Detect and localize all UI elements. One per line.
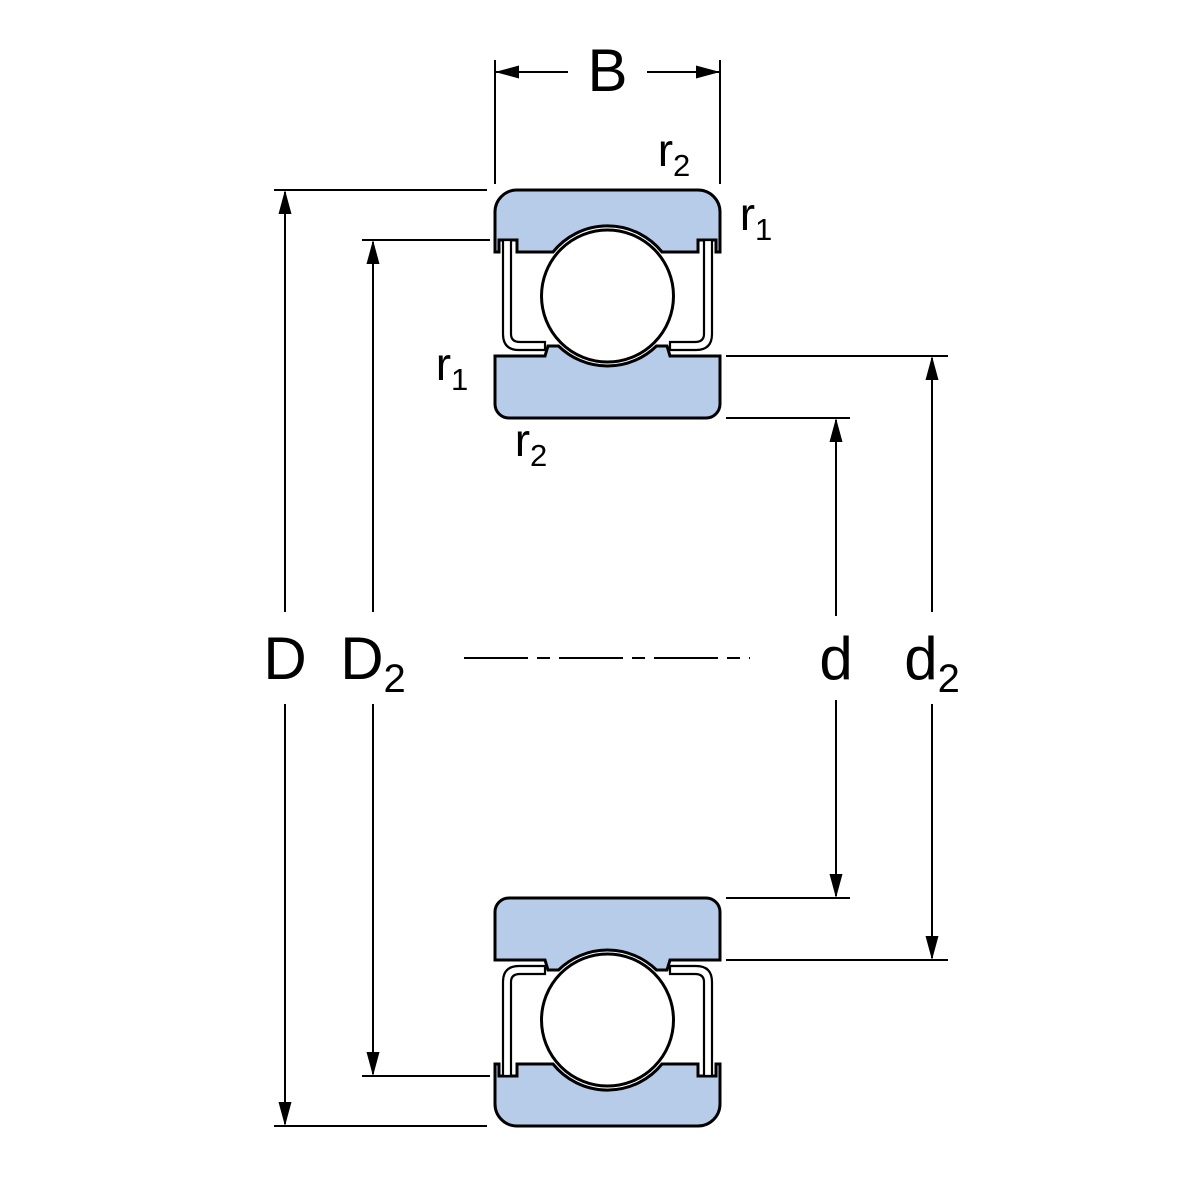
arrowhead-top xyxy=(829,418,843,442)
fillet-label-r2-lower-left: r2 xyxy=(515,414,548,473)
dim-label-width: B xyxy=(587,37,627,104)
dimension-D2: D2 xyxy=(340,239,490,1077)
bearing-half-bottom xyxy=(493,896,722,1128)
inner-ring-section xyxy=(493,344,722,420)
bearing-half-top xyxy=(493,188,722,420)
dimension-d: d xyxy=(726,417,853,899)
arrowhead-top xyxy=(925,356,939,380)
arrowhead-bottom xyxy=(366,1052,380,1076)
arrowhead-bottom xyxy=(278,1102,292,1126)
dim-label-outer-recess-diameter: D2 xyxy=(340,625,406,701)
arrowhead-top xyxy=(278,190,292,214)
arrowhead-bottom xyxy=(829,874,843,898)
arrowhead-right xyxy=(696,65,720,79)
dimension-B: B xyxy=(494,37,721,184)
ball xyxy=(540,228,675,364)
dim-label-inner-recess-diameter: d2 xyxy=(904,625,960,701)
arrowhead-left xyxy=(495,65,519,79)
fillet-label-r2-top: r2 xyxy=(658,124,691,183)
fillet-label-r1-left: r1 xyxy=(436,338,469,397)
fillet-label-r1-top-right: r1 xyxy=(740,188,773,247)
shield-right xyxy=(668,238,714,352)
bearing-cross-section xyxy=(493,188,722,1128)
shield-left xyxy=(501,238,547,352)
arrowhead-bottom xyxy=(925,936,939,960)
dim-label-outer-diameter: D xyxy=(263,625,306,692)
dim-label-bore-diameter: d xyxy=(819,625,852,692)
dimension-d2: d2 xyxy=(726,355,960,961)
arrowhead-top xyxy=(366,240,380,264)
dimension-D: D xyxy=(263,189,487,1127)
